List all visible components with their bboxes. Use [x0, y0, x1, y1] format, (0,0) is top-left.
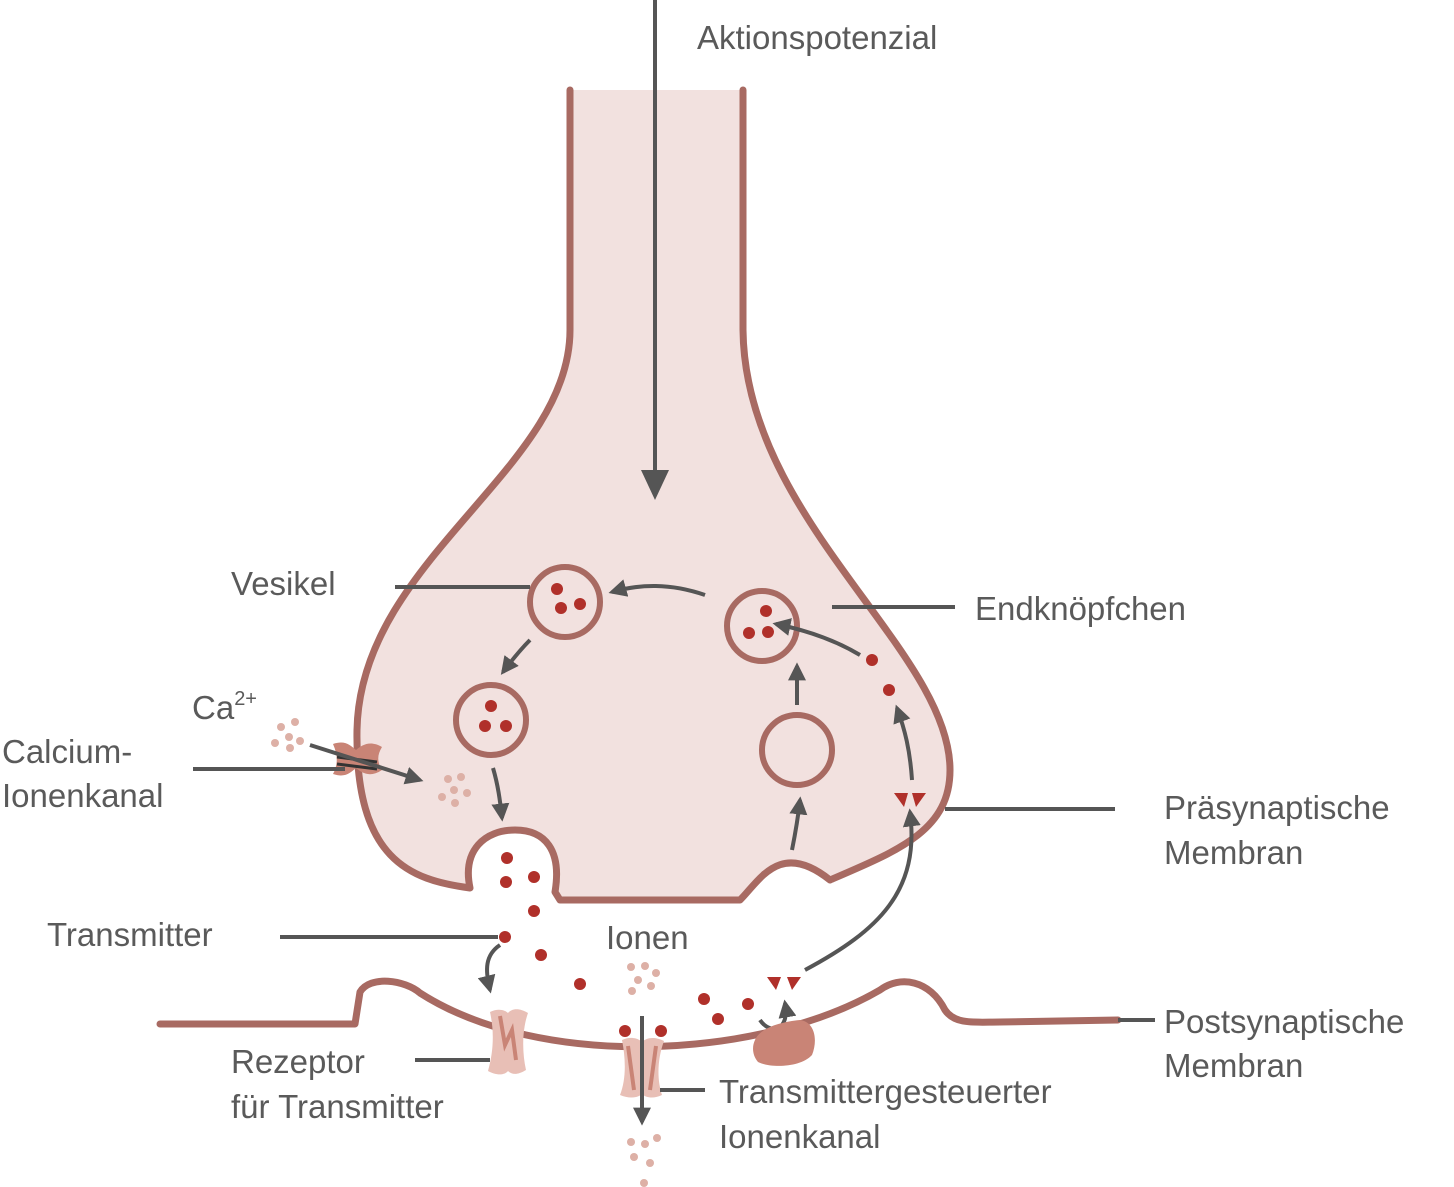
enzyme — [753, 1020, 815, 1066]
vesicle-top-left — [527, 564, 603, 640]
label-postsynaptisch-line2: Membran — [1164, 1047, 1304, 1084]
reuptake-arrow — [804, 808, 921, 972]
receptor — [488, 1009, 528, 1075]
cleft-transmitters — [499, 852, 754, 1037]
postsynaptic-membrane — [156, 977, 1122, 1051]
action-potential-arrowhead — [641, 470, 669, 500]
label-aktionspotenzial: Aktionspotenzial — [697, 19, 938, 56]
cycle-arrow-3 — [491, 767, 510, 822]
label-ionenkanal-line1: Transmittergesteuerter — [719, 1073, 1052, 1110]
reuptake-transmitter — [883, 684, 895, 696]
label-praesynaptisch-line2: Membran — [1164, 834, 1304, 871]
cycle-arrow-1 — [608, 579, 706, 597]
label-vesikel: Vesikel — [231, 565, 336, 602]
cycle-arrow-2 — [500, 638, 532, 675]
calcium-ions-outside — [271, 718, 304, 752]
label-transmitter: Transmitter — [47, 916, 213, 953]
cycle-arrow-7 — [893, 704, 914, 781]
label-ionenkanal-line2: Ionenkanal — [719, 1118, 881, 1155]
label-endknoepfchen: Endknöpfchen — [975, 590, 1187, 627]
reuptake-transmitter — [866, 654, 878, 666]
label-ionen: Ionen — [606, 919, 689, 956]
label-rezeptor-line2: für Transmitter — [231, 1088, 444, 1125]
label-praesynaptisch-line1: Präsynaptische — [1164, 789, 1390, 826]
label-postsynaptisch-line1: Postsynaptische — [1164, 1003, 1405, 1040]
transmitter-binding-arrow — [477, 943, 502, 994]
label-ca-base: Ca — [192, 689, 235, 726]
cycle-arrow-4 — [789, 796, 808, 851]
reuptake-transporter — [894, 793, 926, 807]
label-ca: Ca2+ — [192, 686, 257, 735]
cleft-ions — [627, 962, 660, 995]
label-calcium-line1: Calcium- — [2, 733, 133, 770]
cleft-transporter — [767, 977, 801, 990]
label-ca-superscript: 2+ — [234, 688, 257, 710]
label-rezeptor-line1: Rezeptor — [231, 1043, 365, 1080]
vesicle-middle-left — [453, 682, 529, 758]
calcium-ions-inside — [438, 773, 471, 807]
vesicle-top-right — [724, 588, 800, 664]
calcium-influx-arrow — [309, 743, 424, 785]
vesicle-empty — [759, 712, 835, 788]
postsynaptic-ions — [627, 1134, 661, 1187]
label-calcium-line2: Ionenkanal — [2, 777, 164, 814]
cycle-arrow-6 — [772, 618, 862, 657]
